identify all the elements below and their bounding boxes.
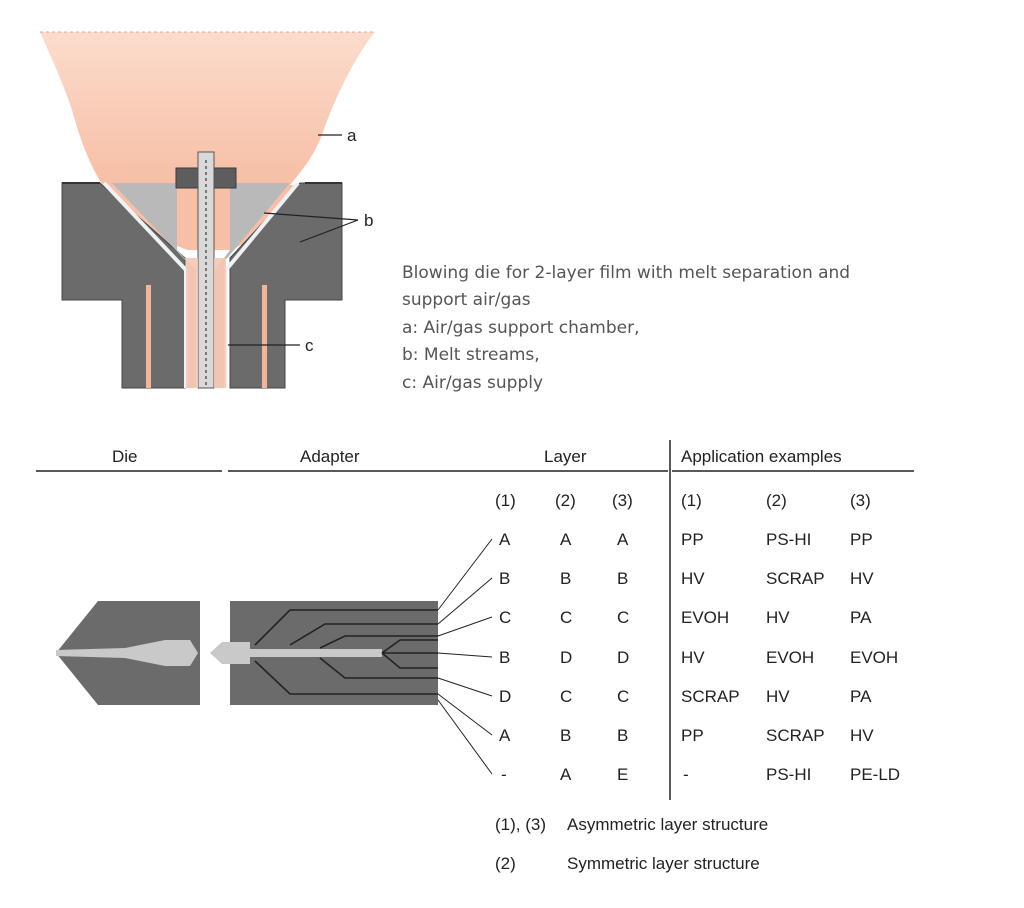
melt-strip-l [146, 285, 151, 388]
app-cell: PA [850, 608, 872, 627]
app-cell: SCRAP [766, 726, 825, 745]
app-cell: - [683, 765, 689, 784]
caption-line-2: support air/gas [402, 290, 531, 310]
layer-col-3: (3) [612, 491, 633, 510]
layer-cell: D [617, 648, 630, 667]
header-application-examples: Application examples [681, 447, 842, 466]
header-adapter: Adapter [300, 447, 360, 466]
label-c: c [305, 336, 314, 355]
app-cell: SCRAP [766, 569, 825, 588]
caption-line-1: Blowing die for 2-layer film with melt s… [402, 263, 851, 283]
layer-cell: A [560, 530, 572, 549]
layer-cell: B [617, 726, 629, 745]
adapter-layer-channels [254, 609, 438, 695]
layer-leaders [437, 538, 493, 775]
layer-cell: B [560, 726, 572, 745]
film-bubble [40, 32, 375, 185]
app-col-3: (3) [850, 491, 871, 510]
layer-cell: C [560, 687, 573, 706]
caption-line-4: b: Melt streams, [402, 345, 540, 365]
note-key-symmetric: (2) [495, 854, 516, 873]
layer-cell: D [499, 687, 512, 706]
die-inner-cone [112, 183, 196, 388]
layer-cell: A [499, 530, 511, 549]
layer-cell: B [499, 648, 511, 667]
app-cell: PA [850, 687, 872, 706]
layer-cell: - [501, 765, 507, 784]
app-cell: PS-HI [766, 530, 812, 549]
layer-col-1: (1) [495, 491, 516, 510]
app-col-1: (1) [681, 491, 702, 510]
app-cell: EVOH [681, 608, 730, 627]
app-cell: HV [850, 726, 874, 745]
caption-line-5: c: Air/gas supply [402, 373, 544, 393]
melt-column-right [214, 258, 226, 388]
die-inner-cone-right [215, 183, 290, 388]
melt-strip-r [262, 285, 267, 388]
melt-column-left [186, 258, 198, 388]
header-die: Die [112, 447, 138, 466]
blowing-die-figure [40, 31, 375, 389]
layer-cell: C [617, 608, 630, 627]
layer-cell: D [560, 648, 573, 667]
app-cell: PS-HI [766, 765, 812, 784]
app-cell: HV [681, 648, 705, 667]
app-cell: HV [681, 569, 705, 588]
layer-cell: B [499, 569, 511, 588]
app-cell: PP [850, 530, 873, 549]
note-text-symmetric: Symmetric layer structure [567, 854, 760, 873]
layer-cell: A [617, 530, 629, 549]
app-cell: HV [766, 687, 790, 706]
header-layer: Layer [544, 447, 587, 466]
app-cell: EVOH [850, 648, 899, 667]
table-rules [36, 440, 914, 800]
app-cell: HV [850, 569, 874, 588]
layer-col-2: (2) [555, 491, 576, 510]
adapter-main-channel [250, 649, 382, 657]
die-channel [56, 640, 198, 666]
leader-b2 [299, 219, 359, 243]
layer-cell: B [560, 569, 572, 588]
layer-cell: A [560, 765, 572, 784]
layer-cell: C [560, 608, 573, 627]
note-text-asymmetric: Asymmetric layer structure [567, 815, 769, 834]
app-cell: PE-LD [850, 765, 901, 784]
layer-cell: C [499, 608, 512, 627]
app-cell: SCRAP [681, 687, 740, 706]
app-cell: PP [681, 530, 704, 549]
app-cell: PP [681, 726, 704, 745]
adapter-nozzle [210, 642, 250, 664]
layer-cell: C [617, 687, 630, 706]
leader-b1 [263, 212, 359, 221]
layer-cell: E [617, 765, 629, 784]
app-cell: EVOH [766, 648, 815, 667]
layer-cell: A [499, 726, 511, 745]
die-adapter-figure [56, 538, 493, 775]
note-key-asymmetric: (1), (3) [495, 815, 546, 834]
layer-cell: B [617, 569, 629, 588]
label-a: a [347, 126, 357, 145]
caption-line-3: a: Air/gas support chamber, [402, 318, 640, 338]
label-b: b [364, 211, 374, 230]
app-col-2: (2) [766, 491, 787, 510]
app-cell: HV [766, 608, 790, 627]
